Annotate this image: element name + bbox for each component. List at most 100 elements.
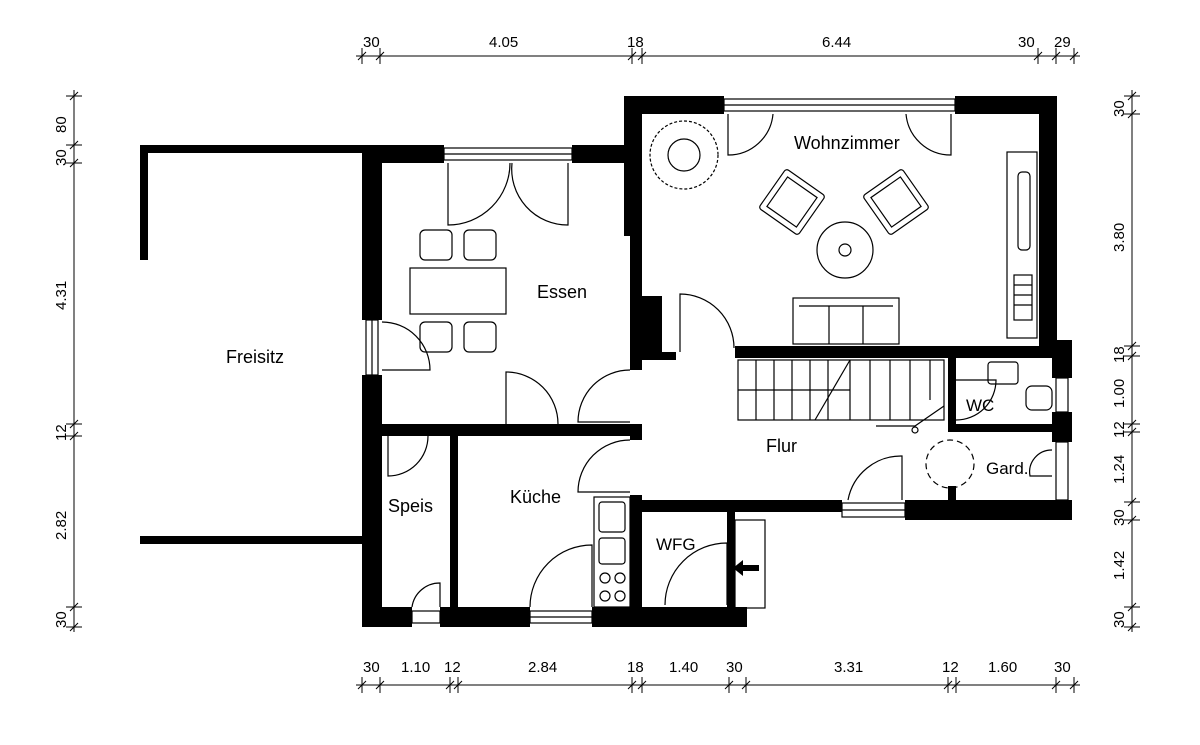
dim-label: 30 (1111, 611, 1128, 628)
wall (1039, 96, 1057, 354)
dim-label: 12 (53, 424, 70, 441)
wall (624, 96, 724, 114)
dim-label: 30 (53, 149, 70, 166)
dim-label: 80 (53, 116, 70, 133)
dim-label: 12 (1111, 421, 1128, 438)
dim-label: 12 (942, 659, 959, 676)
wall (630, 424, 642, 440)
dim-label: 4.31 (53, 281, 70, 310)
dim-label: 2.84 (528, 659, 557, 676)
window (1055, 377, 1069, 413)
wall (624, 96, 642, 236)
dim-label: 6.44 (822, 34, 851, 51)
wall (1052, 340, 1072, 378)
dim-label: 18 (1111, 346, 1128, 363)
chair (419, 229, 453, 261)
wall (630, 296, 662, 360)
room-label-freisitz: Freisitz (226, 347, 284, 367)
dim-label: 1.40 (669, 659, 698, 676)
walls (140, 96, 1072, 627)
room-labels: Wohnzimmer Essen Freisitz Flur Küche Spe… (226, 133, 1029, 554)
wall (362, 607, 412, 627)
dimension-bottom: 30 1.10 12 2.84 18 1.40 30 3.31 12 1.60 … (356, 659, 1080, 693)
room-label-wc: WC (966, 396, 994, 415)
wall (955, 96, 1057, 114)
wall (362, 145, 444, 163)
dim-label: 30 (726, 659, 743, 676)
dim-label: 1.10 (401, 659, 430, 676)
window (1055, 441, 1069, 501)
room-label-wohnzimmer: Wohnzimmer (794, 133, 900, 153)
chair (463, 229, 497, 261)
stairs (737, 359, 945, 434)
wfg-entrance (734, 519, 766, 609)
wall (630, 495, 642, 610)
window (411, 610, 441, 624)
dimension-left: 30 80 4.31 12 2.82 30 (53, 90, 82, 632)
dim-label: 30 (1018, 34, 1035, 51)
dim-label: 2.82 (53, 511, 70, 540)
coffee-table (816, 221, 874, 279)
dim-label: 30 (1054, 659, 1071, 676)
dimension-top: 30 4.05 18 6.44 30 29 (356, 34, 1080, 64)
toilet (1025, 385, 1053, 411)
furniture (409, 120, 1053, 609)
room-label-kueche: Küche (510, 487, 561, 507)
wall (955, 424, 1055, 432)
wall (642, 500, 842, 512)
sideboard (1006, 151, 1038, 339)
armchair (863, 169, 929, 235)
plant (649, 120, 719, 190)
sofa (792, 297, 900, 345)
dim-label: 30 (1111, 509, 1128, 526)
dim-label: 29 (1054, 34, 1071, 51)
chair (463, 321, 497, 353)
dining-table (409, 267, 507, 315)
wall (440, 607, 530, 627)
dim-label: 18 (627, 659, 644, 676)
dim-label: 12 (444, 659, 461, 676)
dim-label: 3.31 (834, 659, 863, 676)
room-label-speis: Speis (388, 496, 433, 516)
dim-label: 1.42 (1111, 551, 1128, 580)
wall (948, 356, 956, 432)
wall (1052, 412, 1072, 442)
wall (140, 145, 148, 260)
wall (735, 346, 1057, 358)
wall (727, 505, 735, 625)
wall (362, 145, 382, 320)
dim-label: 3.80 (1111, 223, 1128, 252)
dim-label: 30 (363, 659, 380, 676)
room-label-flur: Flur (766, 436, 797, 456)
dim-label: 18 (627, 34, 644, 51)
wall (140, 536, 368, 544)
wall (630, 352, 676, 360)
kitchen-counter (593, 496, 631, 608)
dim-label: 30 (1111, 100, 1128, 117)
wall (450, 430, 458, 610)
wall (140, 145, 368, 153)
dim-label: 30 (363, 34, 380, 51)
arrow-left-icon (733, 560, 759, 576)
dim-label: 1.60 (988, 659, 1017, 676)
wall (905, 500, 1072, 520)
dimension-right: 30 3.80 18 1.00 12 1.24 30 1.42 30 (1111, 90, 1140, 632)
windows (365, 98, 1069, 624)
dim-label: 1.00 (1111, 379, 1128, 408)
armchair (759, 169, 825, 235)
room-label-gard: Gard. (986, 459, 1029, 478)
wall (362, 424, 642, 436)
chair (419, 321, 453, 353)
doors (381, 113, 1053, 608)
wc-sink (987, 361, 1019, 385)
wall (592, 607, 747, 627)
room-label-essen: Essen (537, 282, 587, 302)
dim-label: 30 (53, 611, 70, 628)
wall (362, 375, 382, 627)
room-label-wfg: WFG (656, 535, 696, 554)
dim-label: 4.05 (489, 34, 518, 51)
dim-label: 1.24 (1111, 455, 1128, 484)
wall (630, 236, 642, 296)
wall (630, 360, 642, 370)
